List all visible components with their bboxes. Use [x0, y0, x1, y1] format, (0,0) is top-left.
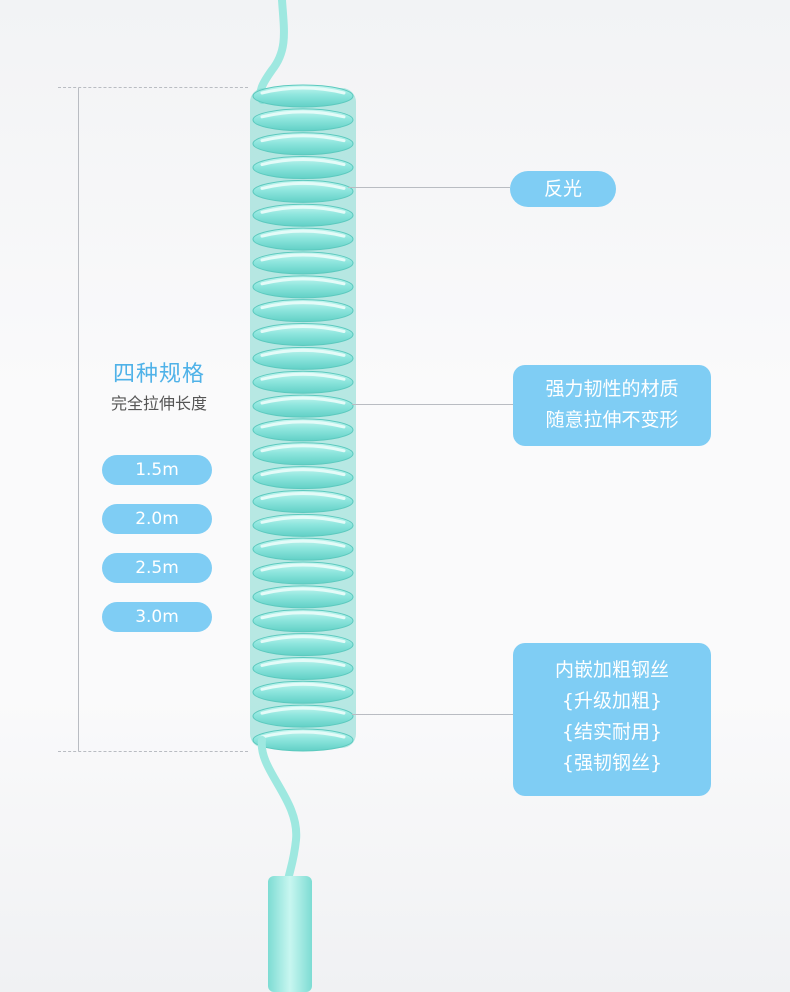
size-pill-1-5m: 1.5m: [102, 455, 212, 485]
coil-loop-highlight: [260, 205, 346, 214]
length-dimension-top: [58, 87, 248, 88]
steel-leader-line: [352, 714, 513, 715]
cable-bottom: [257, 736, 301, 884]
coil-loop-highlight: [260, 444, 346, 453]
coil-loop-highlight: [260, 468, 346, 477]
cable-top: [256, 0, 288, 104]
steel-line-4: {强韧钢丝}: [561, 752, 663, 774]
coil-loop-highlight: [260, 277, 346, 286]
material-leader-line: [352, 404, 513, 405]
coil-core: [250, 88, 356, 748]
size-pill-2-0m: 2.0m: [102, 504, 212, 534]
steel-callout: 内嵌加粗钢丝 {升级加粗} {结实耐用} {强韧钢丝}: [513, 643, 711, 796]
size-pill-3-0m: 3.0m: [102, 602, 212, 632]
size-list: 1.5m 2.0m 2.5m 3.0m: [102, 455, 212, 651]
coil-loop-highlight: [260, 706, 346, 715]
coil-loop-highlight: [260, 587, 346, 596]
coil-loop-highlight: [260, 181, 346, 190]
coil-loop-highlight: [260, 301, 346, 310]
material-callout: 强力韧性的材质 随意拉伸不变形: [513, 365, 711, 446]
coil-loop-highlight: [260, 372, 346, 381]
coil-loop-highlight: [260, 539, 346, 548]
length-dimension-bottom: [58, 751, 248, 752]
coil-loop-highlight: [260, 611, 346, 620]
coil-loop-highlight: [260, 253, 346, 262]
spec-title: 四种规格: [112, 362, 205, 387]
coil-loop-highlight: [260, 635, 346, 644]
coil-loop-highlight: [260, 563, 346, 572]
coil-loop-highlight: [260, 325, 346, 334]
connector-sleeve: [268, 876, 312, 992]
coil-loop-highlight: [260, 420, 346, 429]
coil-loop-highlight: [260, 134, 346, 143]
steel-line-2: {升级加粗}: [561, 690, 663, 712]
coil-loop-highlight: [260, 396, 346, 405]
coil-loop-highlight: [260, 491, 346, 500]
coil-loop-highlight: [260, 682, 346, 691]
steel-line-3: {结实耐用}: [561, 721, 663, 743]
material-line-2: 随意拉伸不变形: [545, 409, 679, 431]
material-line-1: 强力韧性的材质: [545, 378, 679, 400]
reflective-leader-line: [348, 187, 510, 188]
coil-loop-highlight: [260, 730, 346, 739]
coil-loops: [252, 84, 354, 752]
coil-loop-highlight: [260, 348, 346, 357]
length-dimension-line: [78, 88, 79, 751]
coil-loop-highlight: [260, 158, 346, 167]
coil-loop-highlight: [260, 110, 346, 119]
reflective-callout: 反光: [510, 171, 616, 207]
coil-loop-highlight: [260, 86, 346, 95]
steel-line-1: 内嵌加粗钢丝: [554, 659, 669, 681]
coil-loop-highlight: [260, 515, 346, 524]
size-pill-2-5m: 2.5m: [102, 553, 212, 583]
coil-loop-highlight: [260, 229, 346, 238]
reflective-text: 反光: [543, 178, 582, 200]
coil-loop-highlight: [260, 658, 346, 667]
spec-subtitle: 完全拉伸长度: [110, 394, 207, 413]
